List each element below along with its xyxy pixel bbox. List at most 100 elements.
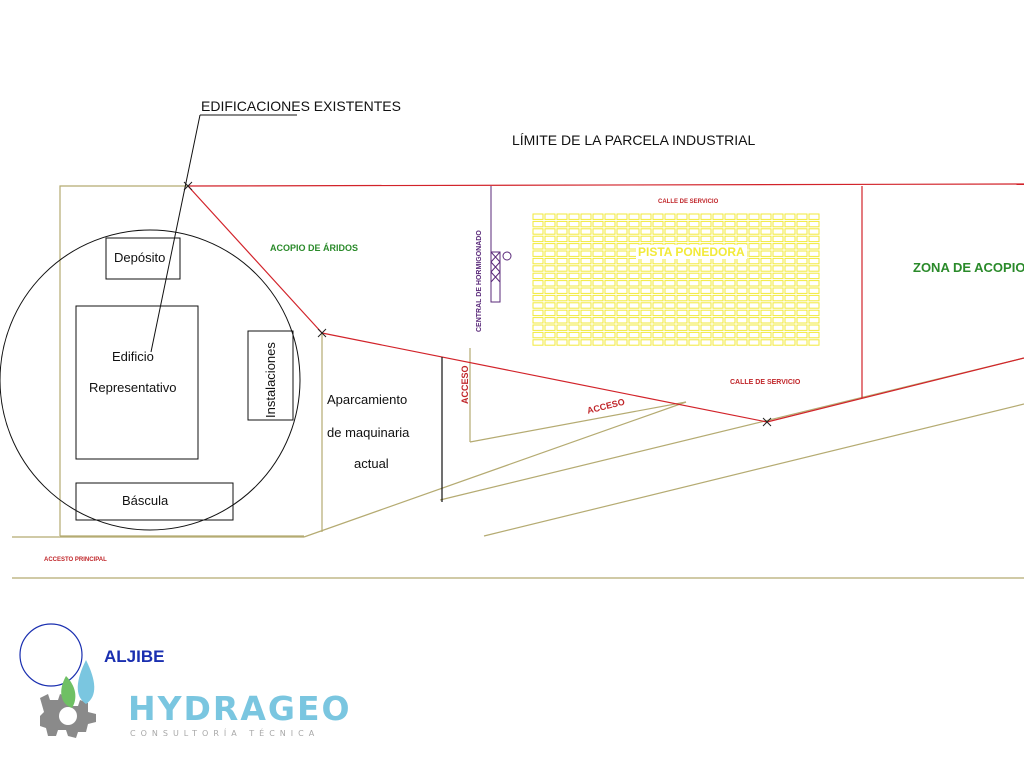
- pista-cell: [796, 235, 808, 243]
- pista-cell: [592, 257, 604, 265]
- pista-cell: [628, 228, 640, 235]
- pista-cell: [676, 287, 688, 294]
- pista-cell: [736, 265, 748, 272]
- pista-cell: [652, 309, 664, 317]
- pista-cell: [772, 324, 784, 331]
- pista-cell: [592, 317, 604, 324]
- deposito-label: Depósito: [114, 250, 166, 265]
- pista-cell: [676, 213, 688, 220]
- pista-cell: [604, 309, 616, 317]
- pista-cell: [736, 228, 748, 235]
- pista-cell: [712, 257, 724, 265]
- pista-cell: [640, 272, 652, 280]
- pista-cell: [640, 317, 652, 324]
- pista-cell: [652, 331, 664, 339]
- pista-cell: [724, 220, 736, 228]
- pista-cell: [628, 257, 640, 265]
- pista-cell: [688, 309, 700, 317]
- pista-cell: [724, 257, 736, 265]
- pista-cell: [760, 339, 772, 346]
- pista-cell: [688, 235, 700, 243]
- pista-cell: [796, 280, 808, 287]
- pista-cell: [664, 294, 676, 302]
- pista-cell: [556, 235, 568, 243]
- pista-cell: [568, 250, 580, 257]
- parcel-boundary: [187, 183, 1024, 423]
- pista-cell: [772, 228, 784, 235]
- pista-cell: [772, 280, 784, 287]
- pista-cell: [784, 220, 796, 228]
- pista-cell: [760, 302, 772, 309]
- pista-cell: [712, 280, 724, 287]
- pista-cell: [652, 228, 664, 235]
- pista-cell: [568, 309, 580, 317]
- pista-cell: [628, 331, 640, 339]
- pista-cell: [736, 287, 748, 294]
- pista-cell: [748, 280, 760, 287]
- aparcamiento-label-line3: actual: [354, 456, 389, 471]
- pista-cell: [676, 257, 688, 265]
- pista-cell: [580, 235, 592, 243]
- pista-cell: [568, 220, 580, 228]
- pista-cell: [712, 309, 724, 317]
- acopio-aridos-label: ACOPIO DE ÁRIDOS: [270, 243, 359, 253]
- pista-cell: [700, 280, 712, 287]
- pista-cell: [676, 235, 688, 243]
- pista-cell: [700, 294, 712, 302]
- pista-cell: [736, 331, 748, 339]
- pista-cell: [556, 294, 568, 302]
- pista-cell: [748, 257, 760, 265]
- pista-cell: [616, 257, 628, 265]
- pista-cell: [748, 317, 760, 324]
- pista-cell: [712, 220, 724, 228]
- pista-cell: [760, 250, 772, 257]
- pista-cell: [748, 302, 760, 309]
- pista-cell: [532, 213, 544, 220]
- pista-cell: [580, 228, 592, 235]
- pista-ponedora-label: PISTA PONEDORA: [636, 245, 747, 259]
- pista-cell: [784, 317, 796, 324]
- pista-cell: [700, 324, 712, 331]
- pista-cell: [688, 317, 700, 324]
- pista-cell: [796, 331, 808, 339]
- pista-cell: [724, 272, 736, 280]
- pista-cell: [664, 213, 676, 220]
- pista-cell: [604, 220, 616, 228]
- pista-cell: [640, 331, 652, 339]
- pista-cell: [580, 339, 592, 346]
- pista-cell: [640, 280, 652, 287]
- pista-cell: [784, 257, 796, 265]
- pista-cell: [604, 324, 616, 331]
- pista-cell: [688, 339, 700, 346]
- pista-cell: [568, 213, 580, 220]
- pista-cell: [664, 257, 676, 265]
- pista-cell: [736, 220, 748, 228]
- pista-cell: [688, 220, 700, 228]
- pista-cell: [592, 220, 604, 228]
- pista-cell: [556, 243, 568, 250]
- pista-cell: [568, 339, 580, 346]
- pista-cell: [784, 294, 796, 302]
- pista-cell: [556, 228, 568, 235]
- pista-cell: [808, 235, 820, 243]
- pista-cell: [544, 228, 556, 235]
- pista-cell: [688, 324, 700, 331]
- pista-cell: [808, 302, 820, 309]
- pista-cell: [700, 272, 712, 280]
- pista-cell: [532, 294, 544, 302]
- pista-cell: [652, 280, 664, 287]
- pista-cell: [712, 228, 724, 235]
- pista-cell: [568, 287, 580, 294]
- pista-cell: [700, 309, 712, 317]
- pista-cell: [544, 265, 556, 272]
- pista-cell: [556, 213, 568, 220]
- hydrageo-logo-mark: [40, 660, 96, 738]
- pista-cell: [676, 309, 688, 317]
- pista-cell: [580, 309, 592, 317]
- pista-cell: [592, 331, 604, 339]
- pista-cell: [604, 265, 616, 272]
- pista-cell: [700, 339, 712, 346]
- pista-cell: [640, 294, 652, 302]
- pista-cell: [556, 302, 568, 309]
- pista-cell: [640, 220, 652, 228]
